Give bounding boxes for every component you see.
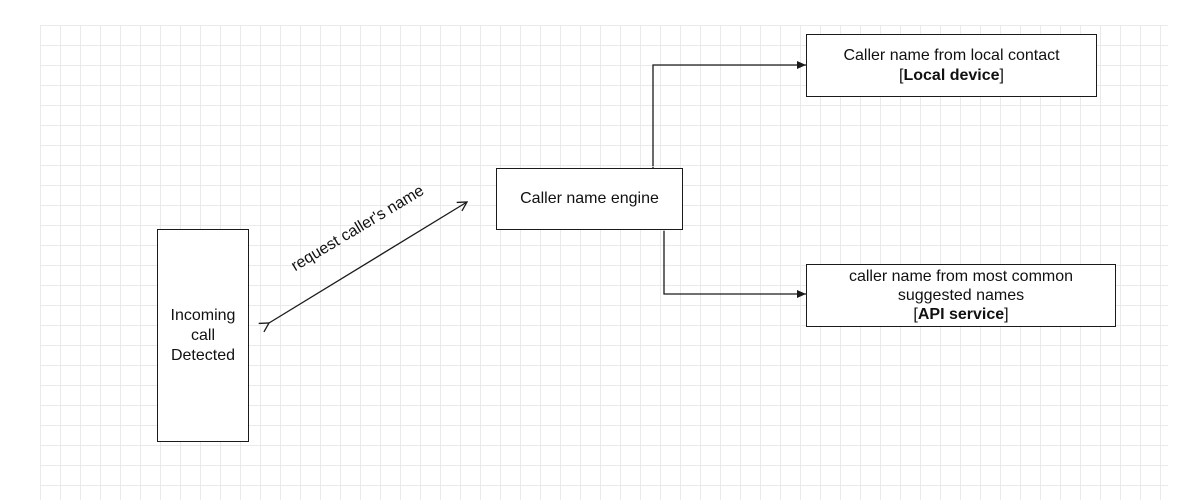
engine-api-edge — [660, 222, 806, 298]
engine-local-edge — [649, 61, 806, 175]
api-bracket-close: ] — [1004, 306, 1009, 323]
api-line-2: suggested names — [897, 287, 1025, 304]
incoming-call-node[interactable]: Incoming call Detected — [157, 229, 249, 442]
incoming-line-1: Incoming — [170, 306, 236, 324]
incoming-line-3: Detected — [170, 346, 236, 364]
api-line-1: caller name from most common — [848, 268, 1074, 285]
local-device-label: Local device — [903, 66, 1000, 84]
api-service-label: API service — [917, 306, 1005, 323]
api-line-3: [API service] — [849, 305, 1073, 324]
local-device-node[interactable]: Caller name from local contact [Local de… — [806, 34, 1097, 97]
local-line-1: Caller name from local contact — [843, 46, 1060, 64]
request-edge — [258, 201, 469, 333]
incoming-line-2: call — [190, 326, 215, 344]
caller-name-engine-node[interactable]: Caller name engine — [496, 168, 683, 230]
local-line-2: [Local device] — [843, 66, 1059, 86]
api-service-node[interactable]: caller name from most common suggested n… — [806, 264, 1116, 327]
engine-label: Caller name engine — [520, 190, 659, 207]
api-bracket-open: [ — [913, 306, 918, 323]
local-bracket-close: ] — [999, 66, 1004, 84]
local-bracket-open: [ — [899, 66, 904, 84]
